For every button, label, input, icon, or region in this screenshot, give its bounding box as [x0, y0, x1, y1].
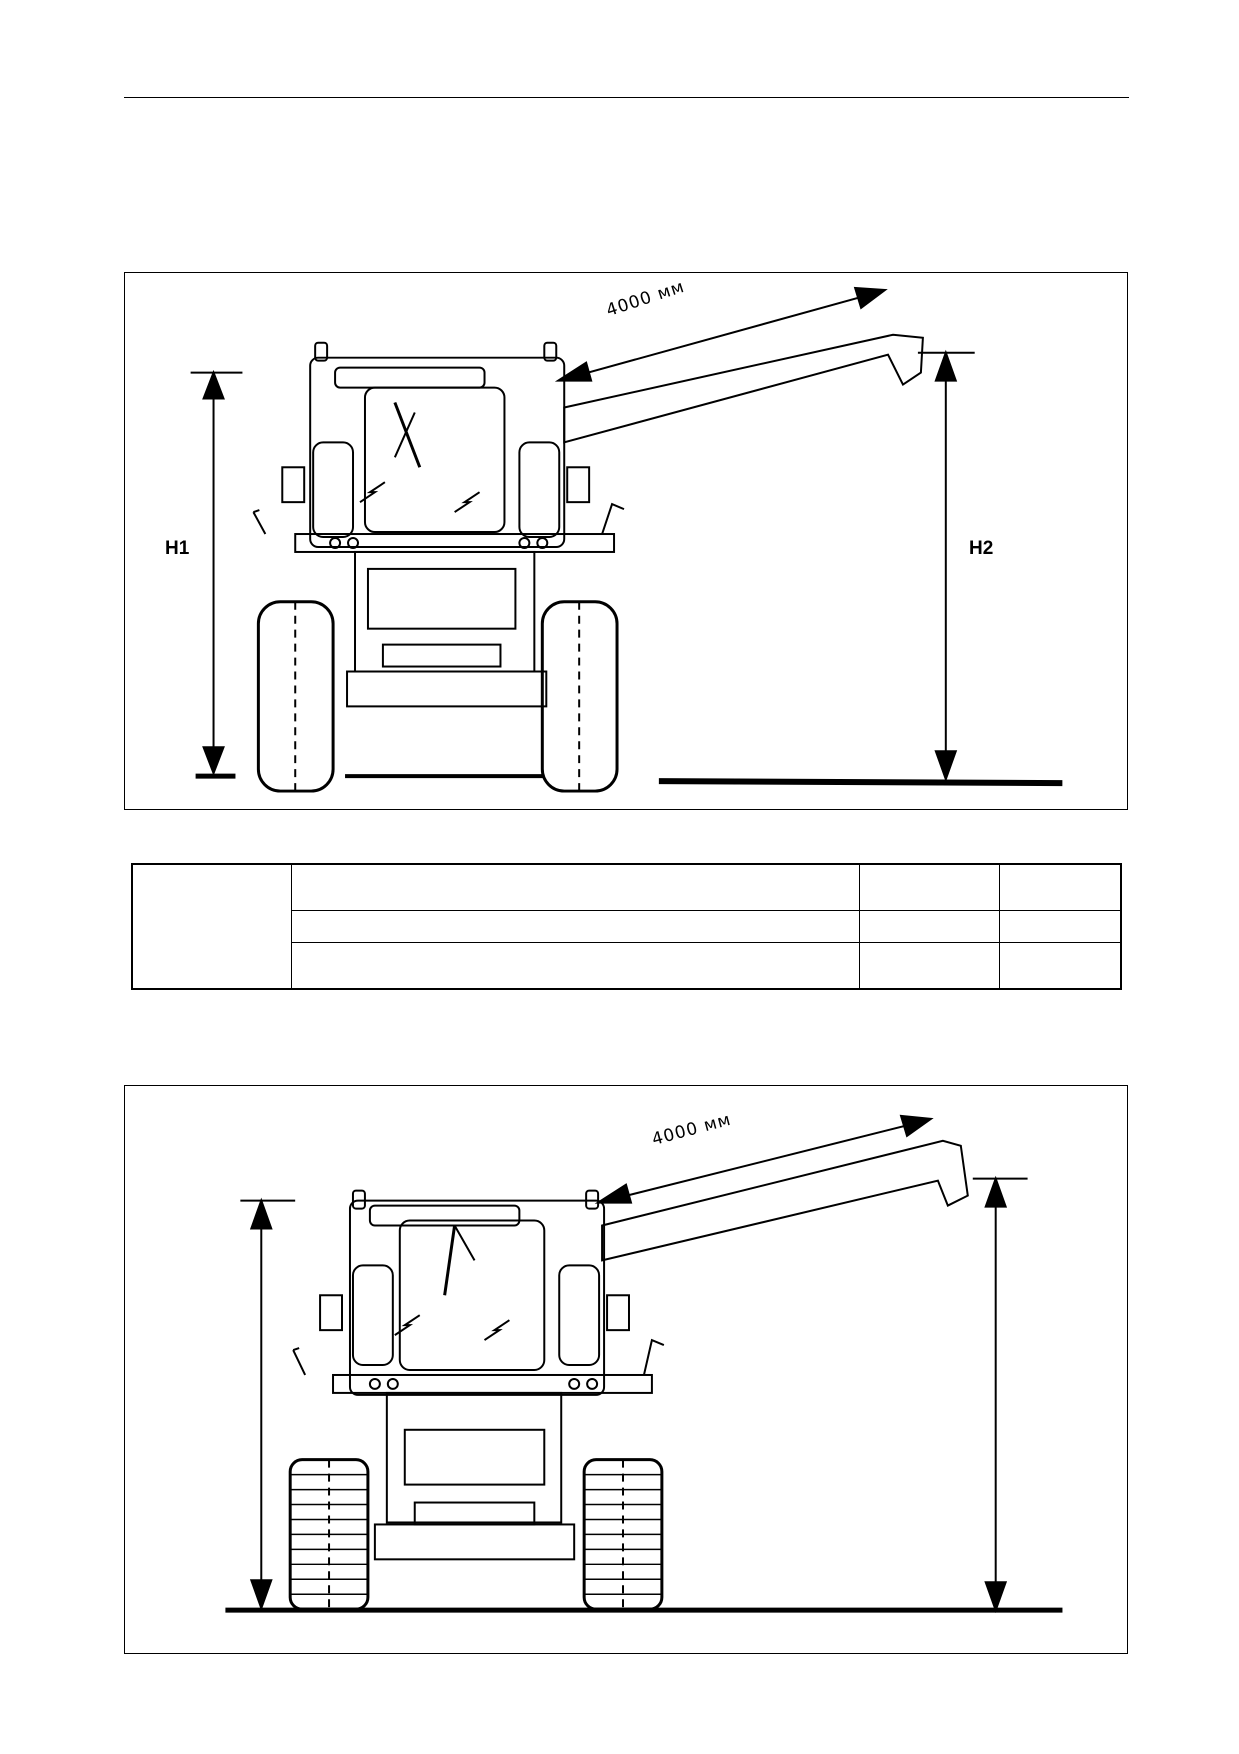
table-cell — [291, 910, 860, 943]
table-cell — [859, 910, 1000, 943]
combine-front-drawing-wheels — [190, 286, 1063, 793]
windshield — [398, 1219, 546, 1371]
table-cell — [999, 941, 1122, 990]
dimensions-table — [131, 863, 1122, 990]
table-cell — [859, 941, 1000, 990]
table-row — [132, 910, 1122, 943]
figure-wheeled-combine: 4000 мм H1 H2 — [124, 272, 1128, 810]
unloading-auger — [563, 333, 924, 444]
table-cell — [999, 910, 1122, 943]
table-cell — [859, 863, 1000, 912]
table-cell — [291, 941, 860, 990]
table-row — [132, 941, 1122, 990]
table-cell — [131, 863, 292, 990]
table-cell — [291, 863, 860, 912]
header-rule — [124, 97, 1129, 98]
unloading-auger — [601, 1139, 969, 1262]
combine-front-drawing-tracks — [225, 1114, 1063, 1614]
boom-length-arrow — [558, 289, 884, 382]
table-cell — [999, 863, 1122, 912]
table-row — [131, 863, 1122, 990]
windshield — [363, 386, 506, 534]
h1-label: H1 — [165, 538, 190, 559]
boom-length-arrow — [598, 1118, 930, 1204]
figure-tracked-combine: 4000 мм — [124, 1085, 1128, 1654]
cab-body — [309, 356, 566, 548]
h2-label: H2 — [969, 538, 994, 559]
cab-body — [348, 1199, 606, 1396]
